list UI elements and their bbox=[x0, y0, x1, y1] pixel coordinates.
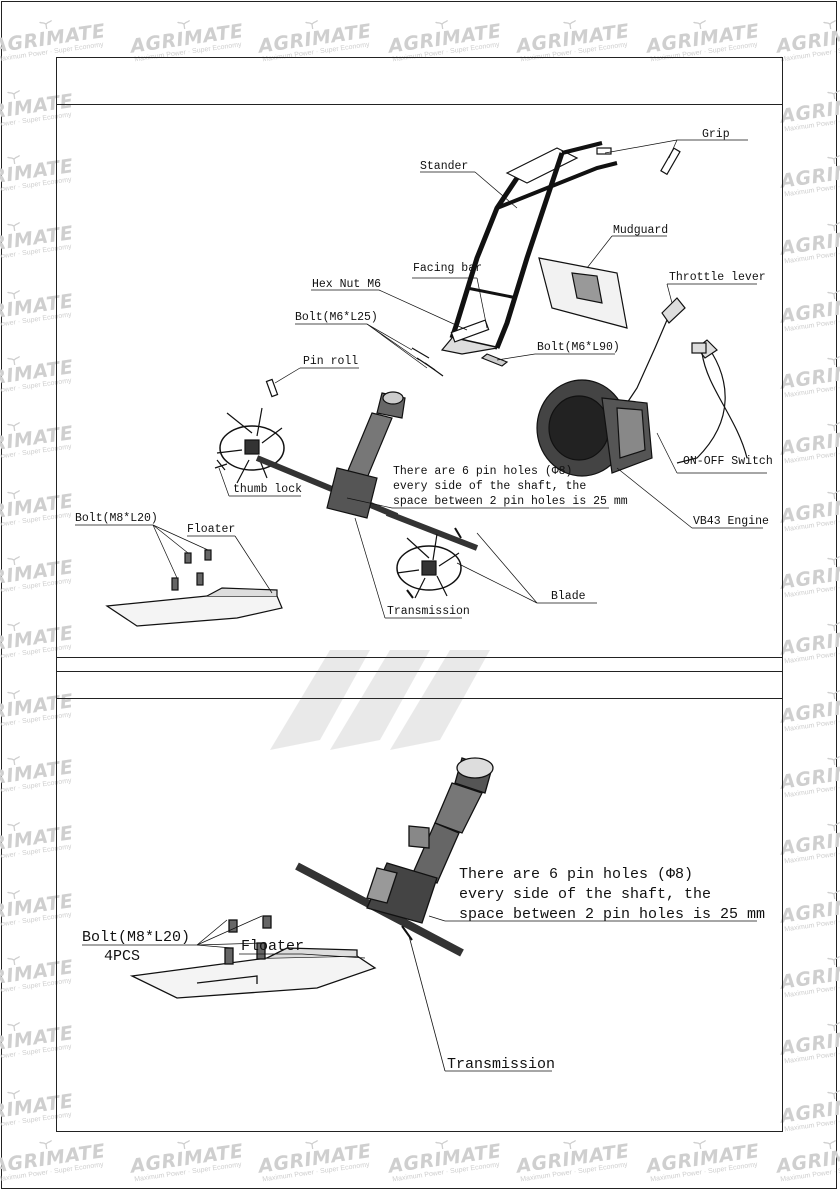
label-throttle-lever: Throttle lever bbox=[669, 271, 766, 284]
thumb-lock bbox=[214, 459, 228, 471]
label-hex-nut-m6: Hex Nut M6 bbox=[312, 278, 381, 291]
note-line-2: every side of the shaft, the bbox=[393, 480, 586, 493]
panel-header-empty bbox=[57, 658, 782, 699]
leader-lines bbox=[75, 139, 767, 619]
label-bolt-m8-l20: Bolt(M8*L20) bbox=[82, 929, 190, 946]
floater-assembly-panel: There are 6 pin holes (Φ8) every side of… bbox=[56, 657, 783, 1132]
label-vb43-engine: VB43 Engine bbox=[693, 515, 769, 528]
logo-watermark-graphic bbox=[270, 650, 490, 750]
label-stander: Stander bbox=[420, 160, 468, 173]
blade-right bbox=[396, 527, 462, 599]
label-floater: Floater bbox=[187, 523, 235, 536]
label-transmission: Transmission bbox=[387, 605, 470, 618]
label-transmission: Transmission bbox=[447, 1056, 555, 1073]
leader-lines bbox=[82, 915, 757, 1072]
label-grip: Grip bbox=[702, 128, 730, 141]
on-off-switch bbox=[691, 342, 748, 459]
label-bolt-m6-l90: Bolt(M6*L90) bbox=[537, 341, 620, 354]
label-bolt-m8-l20: Bolt(M8*L20) bbox=[75, 512, 158, 525]
floater-assembly-drawing: There are 6 pin holes (Φ8) every side of… bbox=[82, 757, 765, 1073]
transmission bbox=[326, 391, 406, 519]
mudguard bbox=[538, 257, 628, 329]
floater bbox=[129, 915, 377, 999]
blade-left bbox=[216, 407, 285, 484]
stander-handlebar bbox=[440, 141, 618, 355]
label-facing-bar: Facing bar bbox=[413, 262, 482, 275]
label-floater: Floater bbox=[241, 938, 304, 955]
note-line-3: space between 2 pin holes is 25 mm bbox=[459, 906, 765, 923]
label-on-off-switch: ON-OFF Switch bbox=[683, 455, 773, 468]
label-bolt-m6-l25: Bolt(M6*L25) bbox=[295, 311, 378, 324]
note-line-2: every side of the shaft, the bbox=[459, 886, 711, 903]
label-pin-roll: Pin roll bbox=[303, 355, 358, 368]
facing-bar-bolts bbox=[411, 319, 509, 377]
exploded-assembly-drawing: Grip Stander Mudguard Hex Nut M6 Facing … bbox=[75, 128, 773, 627]
transmission bbox=[366, 757, 494, 941]
pin-roll bbox=[265, 378, 279, 398]
note-line-1: There are 6 pin holes (Φ8) bbox=[393, 465, 572, 478]
note-line-3: space between 2 pin holes is 25 mm bbox=[393, 495, 628, 508]
grip-parts bbox=[596, 147, 681, 176]
label-bolt-quantity: 4PCS bbox=[104, 948, 140, 965]
label-mudguard: Mudguard bbox=[613, 224, 668, 237]
panel-header-empty bbox=[57, 58, 782, 105]
floater bbox=[105, 549, 283, 627]
label-thumb-lock: thumb lock bbox=[233, 483, 302, 496]
vb43-engine bbox=[536, 379, 653, 477]
assembly-diagram-panel: Grip Stander Mudguard Hex Nut M6 Facing … bbox=[56, 57, 783, 672]
label-blade: Blade bbox=[551, 590, 586, 603]
note-line-1: There are 6 pin holes (Φ8) bbox=[459, 866, 693, 883]
